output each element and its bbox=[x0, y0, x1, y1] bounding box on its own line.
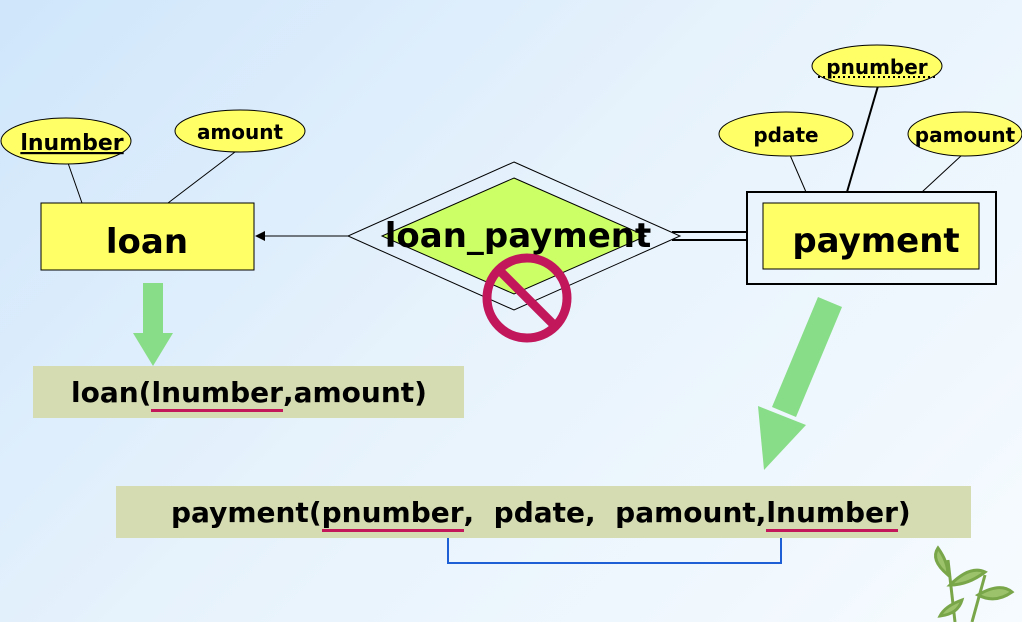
entity-payment-label: payment bbox=[792, 221, 959, 261]
pamount-connector bbox=[921, 154, 963, 193]
payment-schema-name: payment bbox=[171, 495, 309, 529]
attribute-pdate-label: pdate bbox=[753, 123, 818, 147]
entity-payment: payment bbox=[746, 191, 997, 285]
loan-mapping-arrow-icon bbox=[133, 283, 173, 366]
amount-connector bbox=[167, 151, 236, 204]
lnumber-connector bbox=[67, 162, 83, 204]
loan-schema-open: ( bbox=[138, 375, 152, 409]
payment-schema-middle: , pdate, pamount, bbox=[463, 495, 767, 529]
payment-schema-foreign-key: lnumber bbox=[766, 495, 899, 532]
relationship-to-payment-double-line bbox=[672, 231, 747, 241]
attribute-pdate: pdate bbox=[718, 111, 854, 157]
foreign-key-link bbox=[447, 522, 782, 564]
attribute-pamount-label: pamount bbox=[915, 123, 1016, 147]
payment-mapping-arrow-icon bbox=[758, 297, 842, 470]
loan-schema-name: loan bbox=[71, 375, 139, 409]
attribute-pnumber-label: pnumber bbox=[826, 55, 928, 79]
pnumber-connector bbox=[846, 85, 879, 193]
loan-schema-rest: ,amount) bbox=[282, 375, 427, 409]
attribute-amount: amount bbox=[174, 109, 306, 153]
attribute-lnumber-label: lnumber bbox=[20, 131, 123, 156]
payment-schema: payment(pnumber, pdate, pamount,lnumber) bbox=[116, 486, 971, 538]
entity-loan: loan bbox=[40, 202, 255, 271]
attribute-pnumber: pnumber bbox=[811, 44, 943, 88]
relationship-loan-payment: loan_payment bbox=[346, 161, 682, 311]
relationship-label: loan_payment bbox=[385, 216, 652, 256]
payment-schema-primary-key: pnumber bbox=[321, 495, 464, 532]
attribute-lnumber: lnumber bbox=[0, 117, 132, 165]
loan-schema-primary-key: lnumber bbox=[151, 375, 284, 412]
payment-schema-open: ( bbox=[308, 495, 322, 529]
entity-loan-label: loan bbox=[106, 222, 188, 262]
payment-schema-close: ) bbox=[897, 495, 911, 529]
attribute-pamount: pamount bbox=[907, 111, 1022, 157]
pdate-connector bbox=[789, 154, 807, 193]
no-sign-icon bbox=[482, 253, 572, 343]
attribute-amount-label: amount bbox=[197, 120, 284, 144]
loan-schema: loan(lnumber,amount) bbox=[33, 366, 464, 418]
bamboo-decoration-icon bbox=[934, 545, 1015, 622]
relationship-to-loan-arrow bbox=[255, 231, 348, 241]
